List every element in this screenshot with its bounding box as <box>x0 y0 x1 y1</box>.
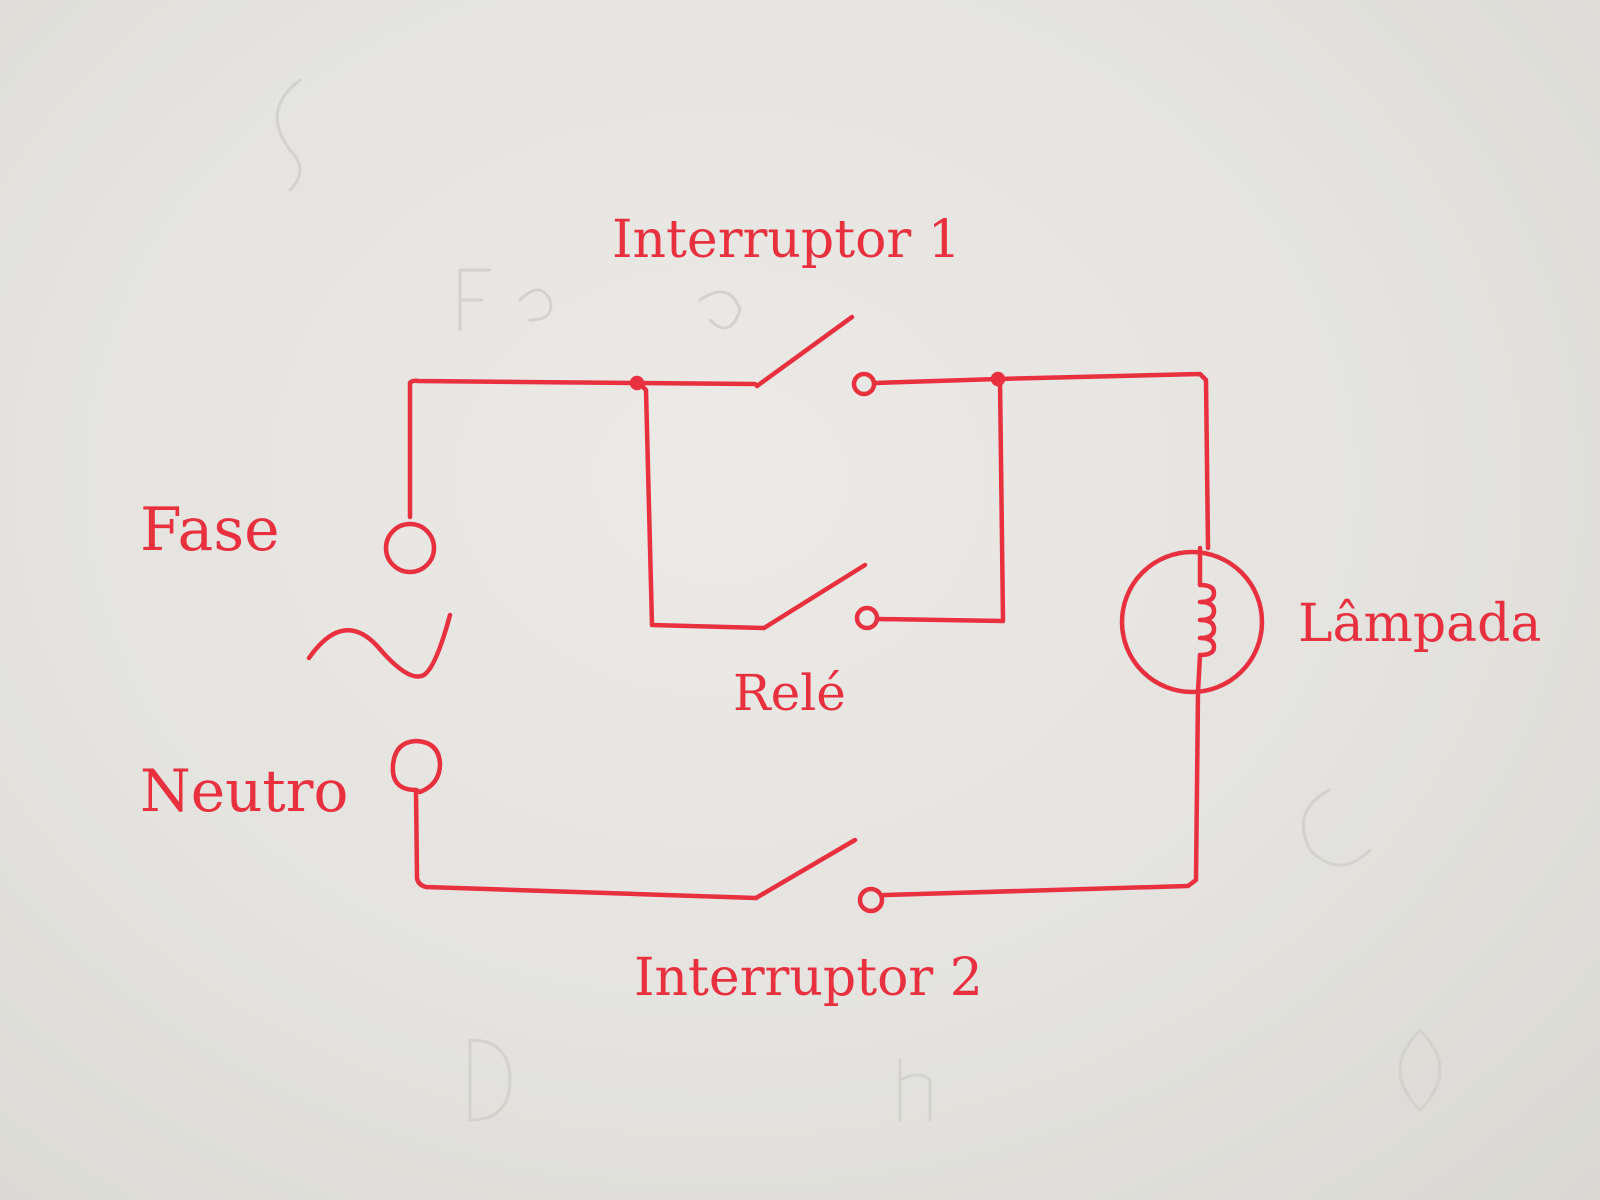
phase-terminal <box>383 521 437 575</box>
switch-2-contact <box>857 886 885 914</box>
erased-writing-traces <box>275 78 1442 1122</box>
switch-1-label: Interruptor 1 <box>612 210 961 270</box>
switch-2-blade <box>753 837 858 901</box>
phase-label: Fase <box>140 495 280 565</box>
relay-label: Relé <box>733 664 846 722</box>
relay-branch-right <box>875 377 1006 624</box>
relay-contact <box>854 605 880 631</box>
relay-blade <box>761 562 868 631</box>
lamp-circle <box>1119 549 1265 695</box>
top-right-wire <box>872 371 1211 551</box>
switch-1-blade <box>754 314 855 389</box>
neutral-wire <box>413 787 759 901</box>
neutral-terminal <box>390 738 443 795</box>
lamp-return-wire <box>881 689 1201 898</box>
phase-wire <box>407 378 639 520</box>
sine-wave-icon <box>306 612 453 679</box>
lamp-label: Lâmpada <box>1298 594 1542 654</box>
neutral-label: Neutro <box>140 757 349 825</box>
relay-branch-left <box>637 381 767 631</box>
switch-2-label: Interruptor 2 <box>634 948 983 1008</box>
lamp-filament-icon <box>1195 545 1217 695</box>
switch-1-lead <box>634 380 758 387</box>
switch-1-contact <box>851 371 877 397</box>
